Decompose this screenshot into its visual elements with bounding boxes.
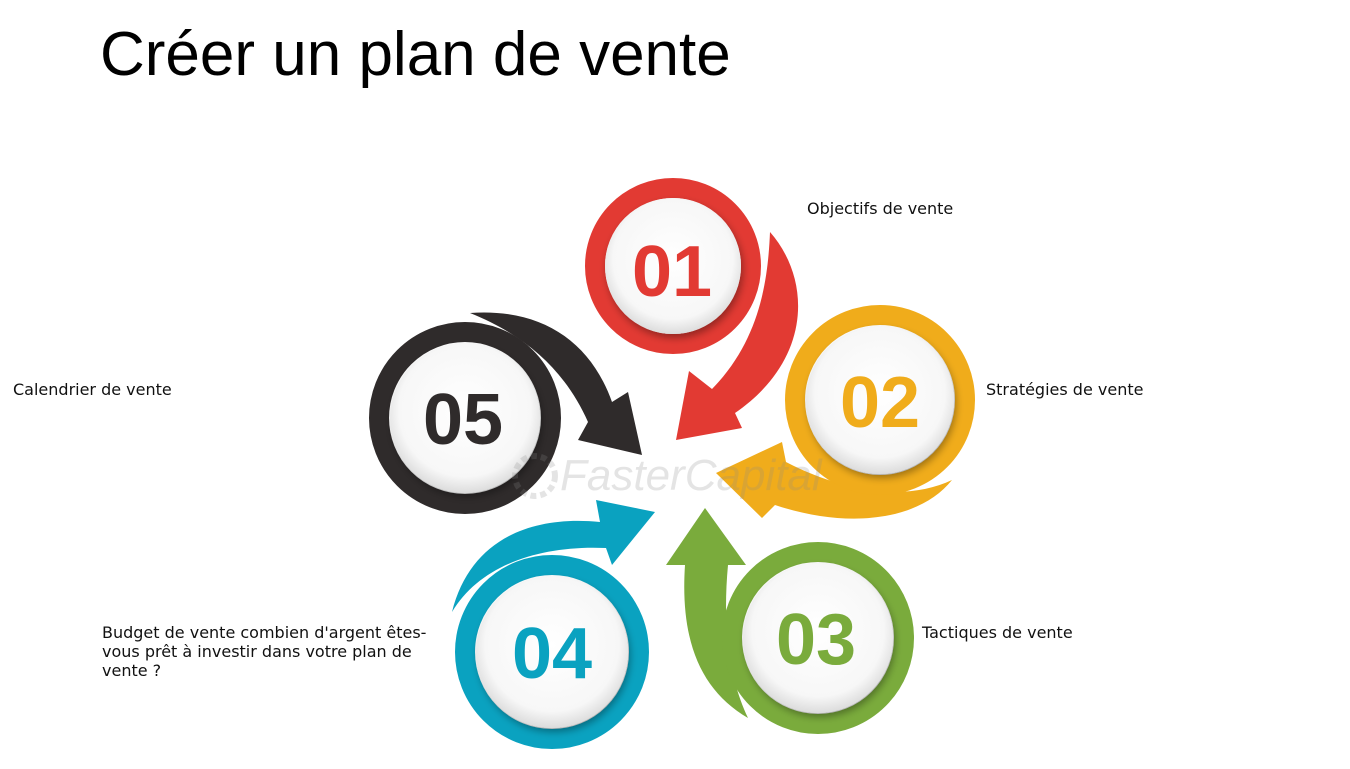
step-04-label: Budget de vente combien d'argent êtes-vo… [102, 623, 427, 680]
step-04-ring [455, 555, 649, 749]
step-01-group: 01 [585, 178, 799, 440]
step-02-arrow [716, 442, 952, 519]
step-02-group: 02 [716, 305, 975, 519]
step-02-label: Stratégies de vente [986, 380, 1144, 399]
step-03-ring [722, 542, 914, 734]
step-02-ring [785, 305, 975, 495]
step-05-group: 05 [369, 312, 642, 514]
step-05-number: 05 [423, 380, 503, 460]
step-04-number: 04 [512, 614, 592, 694]
gear-icon [512, 453, 558, 499]
step-05-arrow [470, 312, 642, 455]
page-title: Créer un plan de vente [100, 20, 731, 89]
step-04-group: 04 [452, 500, 655, 749]
step-04-disc [476, 576, 628, 728]
watermark-text: FasterCapital [560, 451, 823, 500]
step-01-number: 01 [632, 232, 712, 312]
step-03-label: Tactiques de vente [922, 623, 1073, 642]
step-01-ring [585, 178, 761, 354]
step-01-arrow [676, 232, 799, 440]
step-01-disc [605, 198, 741, 334]
step-05-ring [369, 322, 561, 514]
fastercapital-watermark: FasterCapital [512, 451, 823, 500]
step-03-disc [743, 563, 893, 713]
step-02-number: 02 [840, 363, 920, 443]
step-04-arrow [452, 500, 655, 612]
step-05-disc [390, 343, 540, 493]
step-03-number: 03 [776, 600, 856, 680]
step-03-group: 03 [666, 508, 914, 734]
step-01-label: Objectifs de vente [807, 199, 954, 218]
step-05-label: Calendrier de vente [13, 380, 172, 399]
step-02-disc [806, 326, 954, 474]
